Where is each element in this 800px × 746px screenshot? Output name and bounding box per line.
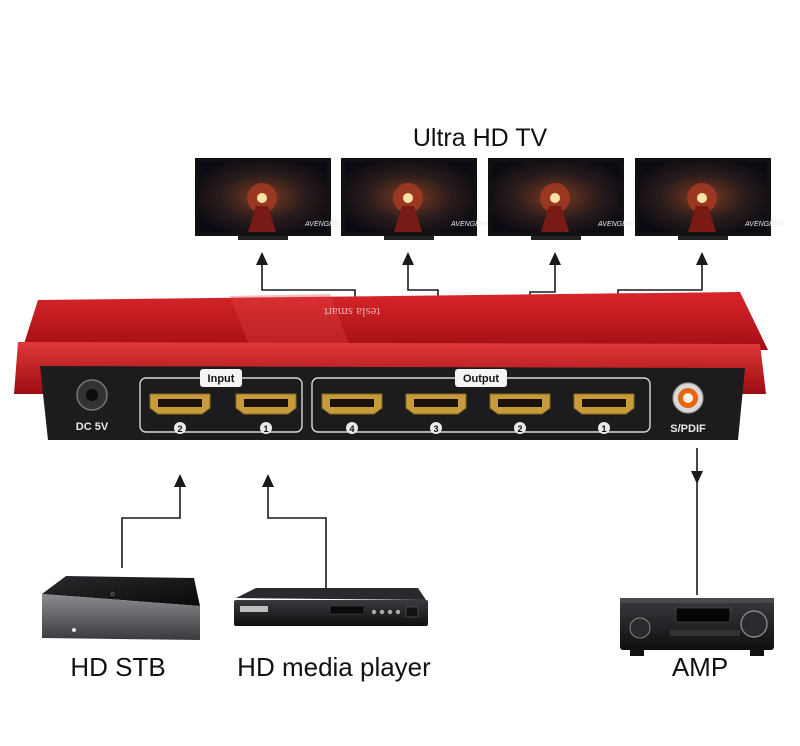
tv-1: AVENGERS — [195, 158, 344, 240]
amp-body — [620, 598, 774, 650]
hd-stb-device: ✿ — [42, 576, 200, 640]
diagram-title: Ultra HD TV — [412, 124, 548, 152]
amp-knob-volume — [740, 610, 768, 638]
tv-screen-text: AVENGERS — [744, 221, 784, 228]
hd-media-player-device — [234, 588, 428, 626]
svg-text:✿: ✿ — [110, 591, 115, 598]
input-line-stb — [121, 487, 181, 568]
tv-4: AVENGERS — [635, 158, 784, 240]
dc-power-label: DC 5V — [76, 421, 109, 433]
rear-panel — [40, 366, 745, 440]
hdmi-port-output-1 — [573, 393, 635, 415]
arrow-up-icon — [256, 252, 268, 265]
tv-stand — [384, 236, 434, 240]
arrow-up-icon — [402, 252, 414, 265]
output-port-number: 3 — [433, 424, 438, 434]
output-port-number: 2 — [517, 424, 522, 434]
tv-stand — [531, 236, 581, 240]
stb-led — [72, 628, 76, 632]
hdmi-port-input-2 — [149, 393, 211, 415]
input-port-number: 1 — [263, 424, 268, 434]
amp-label: AMP — [671, 652, 729, 682]
input-tag — [200, 369, 242, 387]
output-group-label: Output — [463, 373, 499, 385]
tv-2: AVENGERS — [341, 158, 490, 240]
port-number-badges: 2 1 4 3 2 1 — [174, 422, 610, 434]
arrow-up-icon — [696, 252, 708, 265]
hd-stb-label: HD STB — [70, 652, 166, 682]
amp-device — [620, 598, 774, 656]
tv-screen-text: AVENGERS — [597, 221, 637, 228]
tv-stand — [678, 236, 728, 240]
arrow-up-icon — [262, 474, 274, 487]
output-arrows — [256, 252, 708, 265]
hdmi-port-output-2 — [489, 393, 551, 415]
amp-display — [675, 607, 731, 623]
player-top — [236, 588, 426, 600]
brand-logo-text: tesla smart — [324, 305, 380, 320]
stb-front — [42, 594, 200, 640]
output-port-number: 1 — [601, 424, 606, 434]
hdmi-port-input-1 — [235, 393, 297, 415]
output-port-number: 4 — [349, 424, 354, 434]
case-top — [22, 292, 768, 350]
input-group-label: Input — [208, 373, 235, 385]
arrow-down-icon — [691, 471, 703, 484]
spdif-label: S/PDIF — [670, 423, 706, 435]
arrow-up-icon — [174, 474, 186, 487]
output-tag — [455, 369, 507, 387]
stb-top — [42, 576, 200, 606]
hdmi-splitter-device: tesla smart DC 5V Input Output — [14, 292, 768, 440]
tv-screen-text: AVENGERS — [450, 221, 490, 228]
input-arrows — [174, 471, 703, 487]
input-line-player — [267, 487, 327, 588]
input-connections — [121, 448, 698, 595]
input-port-number: 2 — [177, 424, 182, 434]
hdmi-port-output-3 — [405, 393, 467, 415]
tv-screen-text: AVENGERS — [304, 221, 344, 228]
hdmi-port-output-4 — [321, 393, 383, 415]
arrow-up-icon — [549, 252, 561, 265]
hd-media-player-label: HD media player — [237, 652, 431, 682]
tv-stand — [238, 236, 288, 240]
tv-3: AVENGERS — [488, 158, 637, 240]
amp-knob-left — [629, 617, 651, 639]
